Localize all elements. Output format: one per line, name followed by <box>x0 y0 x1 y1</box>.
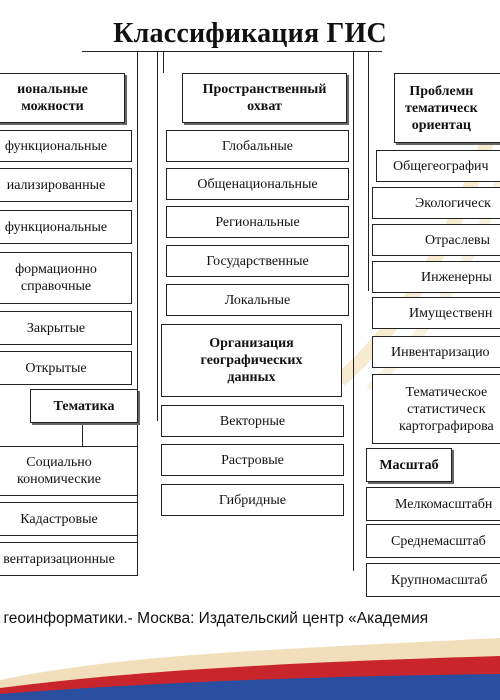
middle-item-3: Региональные <box>166 206 349 238</box>
right-header-line2: тематическ <box>405 100 478 116</box>
data-org-header-line3: данных <box>227 370 276 385</box>
scale-item-1-label: Мелкомасштабн <box>395 496 493 512</box>
data-org-item-2: Растровые <box>161 444 344 476</box>
middle-header-line1: Пространственный <box>202 82 327 97</box>
scale-item-3-label: Крупномасштаб <box>391 572 488 588</box>
data-org-item-2-label: Растровые <box>221 452 284 468</box>
connector-left-1 <box>137 51 138 401</box>
left-item-4-line2: справочные <box>20 279 92 294</box>
right-item-2: Экологическ <box>372 187 500 219</box>
left-item-2: иализированные <box>0 168 132 202</box>
data-org-item-3-label: Гибридные <box>219 492 286 508</box>
left-item-1: функциональные <box>0 130 132 162</box>
data-org-header: Организация географических данных <box>161 324 342 397</box>
left-item-4-line1: формационно <box>15 262 97 277</box>
scale-item-3: Крупномасштаб <box>366 563 500 597</box>
right-item-7-line2: статистическ <box>407 401 486 417</box>
tematika-item-1: Социально кономические <box>0 446 138 496</box>
data-org-item-1-label: Векторные <box>219 413 286 429</box>
middle-item-1-label: Глобальные <box>222 138 293 154</box>
scale-item-1: Мелкомасштабн <box>366 487 500 521</box>
left-header-line2: можности <box>21 99 84 114</box>
decorative-wave-bottom <box>0 638 500 700</box>
right-item-5: Имущественн <box>372 297 500 329</box>
footer-citation: еновы геоинформатики.- Москва: Издательс… <box>0 610 429 627</box>
tematika-item-3: вентаризационные <box>0 542 138 576</box>
tematika-item-3-label: вентаризационные <box>3 551 115 567</box>
connector-mid-2 <box>353 51 354 571</box>
tematika-item-1-line1: Социально <box>26 455 92 470</box>
right-header-line3: ориентац <box>411 117 471 133</box>
left-item-5-label: Закрытые <box>26 320 86 336</box>
page-title: Классификация ГИС <box>113 18 387 49</box>
connector-right-1 <box>368 51 369 291</box>
tematika-header: Тематика <box>30 389 138 423</box>
right-item-7-line3: картографирова <box>399 418 494 434</box>
scale-item-2: Среднемасштаб <box>366 524 500 558</box>
tematika-item-2-label: Кадастровые <box>20 511 98 527</box>
data-org-header-line2: географических <box>200 353 303 368</box>
right-item-6-label: Инвентаризацио <box>391 344 490 360</box>
tematika-item-2: Кадастровые <box>0 502 138 536</box>
middle-item-2: Общенациональные <box>166 168 349 200</box>
middle-item-2-label: Общенациональные <box>197 176 318 192</box>
left-item-3-label: функциональные <box>4 219 108 235</box>
left-item-4: формационно справочные <box>0 252 132 304</box>
connector-left-2 <box>157 51 158 421</box>
right-item-1: Общегеографич <box>376 150 500 182</box>
middle-item-4-label: Государственные <box>206 253 309 269</box>
right-item-4-label: Инженерны <box>421 269 492 285</box>
right-item-4: Инженерны <box>372 261 500 293</box>
right-item-7-line1: Тематическое <box>405 384 488 400</box>
data-org-item-1: Векторные <box>161 405 344 437</box>
left-header-line1: иональные <box>17 82 88 97</box>
middle-item-3-label: Региональные <box>215 214 300 230</box>
middle-header: Пространственный охват <box>182 73 347 123</box>
middle-item-1: Глобальные <box>166 130 349 162</box>
left-item-3: функциональные <box>0 210 132 244</box>
middle-item-5-label: Локальные <box>224 292 291 308</box>
connector-tematika <box>82 424 83 446</box>
tematika-item-1-line2: кономические <box>17 472 101 487</box>
tematika-header-label: Тематика <box>53 398 115 414</box>
top-connector-line <box>82 51 382 52</box>
middle-item-4: Государственные <box>166 245 349 277</box>
left-header: иональные можности <box>0 73 125 123</box>
scale-header: Масштаб <box>366 448 452 482</box>
right-item-3-label: Отраслевы <box>425 232 491 248</box>
middle-header-line2: охват <box>247 99 282 114</box>
data-org-item-3: Гибридные <box>161 484 344 516</box>
right-item-5-label: Имущественн <box>409 305 493 321</box>
connector-mid-1 <box>163 51 164 73</box>
data-org-header-line1: Организация <box>209 336 294 351</box>
right-item-3: Отраслевы <box>372 224 500 256</box>
right-item-2-label: Экологическ <box>415 195 491 211</box>
right-item-6: Инвентаризацио <box>372 336 500 368</box>
left-item-1-label: функциональные <box>4 138 108 154</box>
left-item-6: Открытые <box>0 351 132 385</box>
scale-header-label: Масштаб <box>379 457 439 473</box>
middle-item-5: Локальные <box>166 284 349 316</box>
left-item-6-label: Открытые <box>25 360 87 376</box>
right-item-1-label: Общегеографич <box>393 158 489 174</box>
scale-item-2-label: Среднемасштаб <box>391 533 486 549</box>
left-item-5: Закрытые <box>0 311 132 345</box>
left-item-2-label: иализированные <box>6 177 106 193</box>
right-header-line1: Проблемн <box>409 83 474 99</box>
